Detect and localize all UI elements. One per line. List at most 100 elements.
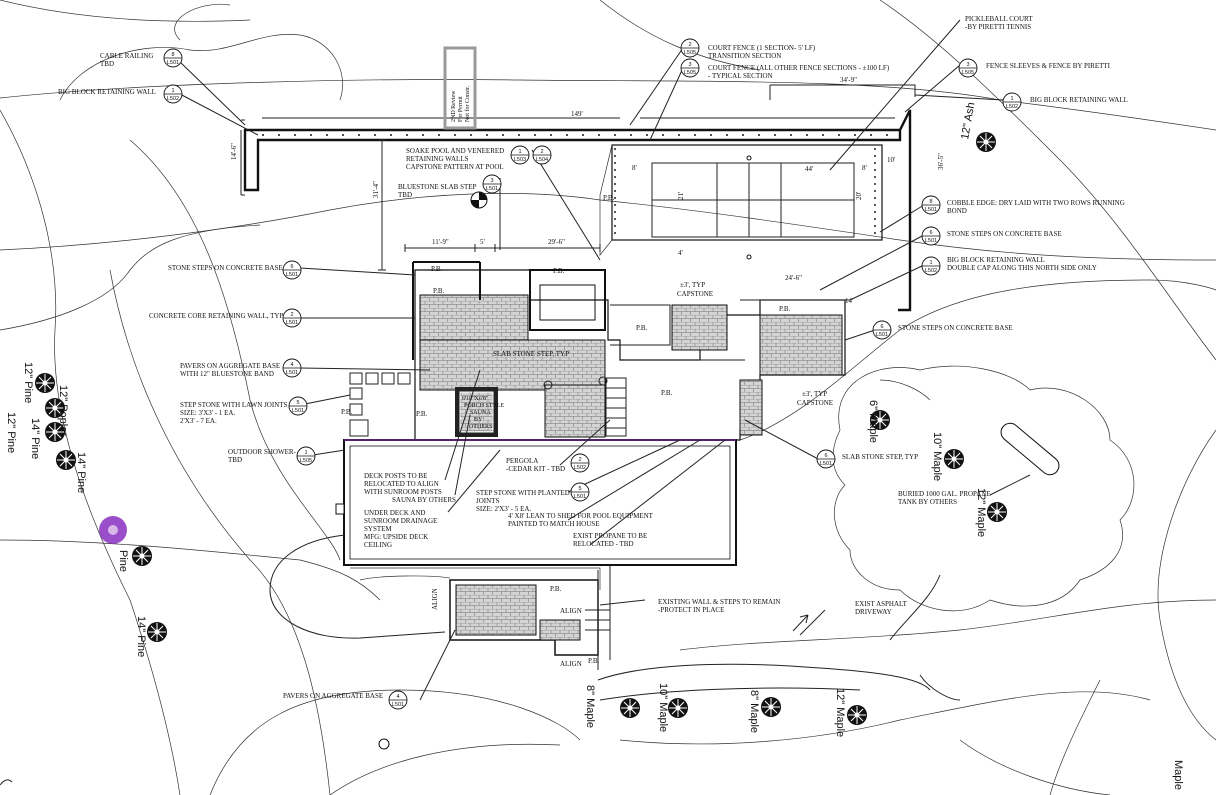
dim-8b: 8' [862,164,867,172]
svg-text:PORCH STYLE: PORCH STYLE [464,403,505,409]
tree-label: 8" Maple [584,685,596,728]
dim-14: 14' [845,297,853,305]
callout-text-line: UNDER DECK AND [364,509,425,517]
tree-13: 10" Maple [657,683,689,732]
dim-10: 10' [887,156,895,164]
svg-text:P.B.: P.B. [636,324,648,332]
callout-text-line: EXISTING WALL & STEPS TO REMAIN [658,598,780,606]
callout-text-line: STONE STEPS ON CONCRETE BASE [168,264,283,272]
tree-label: 6" Maple [867,400,879,443]
tree-label: 12" Ash [959,101,977,140]
tag-number: 1 [929,260,932,266]
svg-text:SAUNA: SAUNA [470,410,491,416]
callout-text-line: -CEDAR KIT - TBD [506,465,565,473]
tree-14: 8" Maple [748,690,782,733]
callout-concrete-core: CONCRETE CORE RETAINING WALL, TYP [149,312,283,320]
callout-pergola: PERGOLA-CEDAR KIT - TBD [506,457,565,473]
callout-text-line: SUNROOM DRAINAGE [364,517,437,525]
callout-pickleball: PICKLEBALL COURT-BY PIRETTI TENNIS [965,15,1033,31]
tag-number: 1 [304,450,307,456]
tree-symbol-icon [55,449,77,471]
callout-text-line: TANK BY OTHERS [898,498,957,506]
callout-stone-steps-right1: STONE STEPS ON CONCRETE BASE [947,230,1062,238]
tree-label: Pine [117,550,129,572]
dim-5: 5' [480,238,485,246]
misc-linework [0,574,941,786]
callout-text-line: STONE STEPS ON CONCRETE BASE [898,324,1013,332]
tag-number: 2 [688,42,691,48]
callout-text-line: PAVERS ON AGGREGATE BASE [283,692,383,700]
house-deck [335,439,737,590]
tag-number: 6 [824,453,827,459]
tag-sheet: L505 [684,50,696,56]
tag-sheet: L501 [574,494,586,500]
tag-sheet: L505 [962,70,974,76]
tree-label: 10" Maple [657,683,669,732]
tag-number: 1 [1010,96,1013,102]
pickleball-court [599,144,883,260]
tag-number: 5 [296,400,299,406]
callout-text-line: BOND [947,207,967,215]
callout-text-line: FENCE SLEEVES & FENCE BY PIRETTI [986,62,1111,70]
callout-big-block-wall-left: BIG BLOCK RETAINING WALL [58,88,156,96]
callout-stone-steps-left: STONE STEPS ON CONCRETE BASE [168,264,283,272]
tree-symbol-icon [846,704,868,726]
align-label-3: ALIGN [431,588,439,610]
tag-sheet: L501 [925,207,937,213]
dim-36: 36'-5" [937,153,945,170]
svg-text:Not for Constr.: Not for Constr. [464,85,471,122]
svg-text:P.B.: P.B. [550,585,562,593]
dim-4: 4' [678,249,683,257]
tag-number: 2 [578,457,581,463]
tree-canopy-outlines [59,3,1135,612]
svg-text:P.B.: P.B. [341,408,353,416]
step-stones-lawn [349,372,411,437]
callout-text-line: BLUESTONE SLAB STEP [398,183,477,191]
pergola [543,376,627,437]
tag-sheet: L501 [925,238,937,244]
dim-44: 44' [805,165,813,173]
tag-number: 8 [929,199,932,205]
callout-text-line: CABLE RAILING [100,52,153,60]
tag-sheet: L501 [286,370,298,376]
dim-34-9: 34'-9" [840,76,857,84]
tag-number: 5 [578,486,581,492]
tree-5: 14" Pine [29,418,66,459]
dim-20: 20' [855,192,863,200]
tag-number: 4 [396,694,399,700]
callout-text-line: MFG: UPSIDE DECK [364,533,428,541]
callout-text-line: BIG BLOCK RETAINING WALL [947,256,1045,264]
tree-15: 12" Maple [834,688,868,737]
tree-label: 14" Pine [135,616,147,657]
tag-sheet: L501 [486,186,498,192]
callout-text-line: EXIST PROPANE TO BE [573,532,647,540]
callout-text-line: DOUBLE CAP ALONG THIS NORTH SIDE ONLY [947,264,1097,272]
callout-text-line: SIZE: 3'X3' - 1 EA. [180,409,235,417]
tag-sheet: L505 [300,458,312,464]
svg-text:OTHERS: OTHERS [469,424,492,430]
callout-text-line: PAVERS ON AGGREGATE BASE [180,362,280,370]
callout-text-line: - TYPICAL SECTION [708,72,773,80]
callout-text-line: RELOCATED - TBD [573,540,634,548]
tree-symbol-icon [34,372,56,394]
tree-label: 14" Pine [29,418,41,459]
callout-court-fence-transition: COURT FENCE (1 SECTION- 5' LF)TRANSITION… [708,44,816,60]
svg-text:P.B.: P.B. [433,287,445,295]
callout-text-line: WITH SUNROOM POSTS [364,488,442,496]
tag-sheet: L504 [536,157,548,163]
